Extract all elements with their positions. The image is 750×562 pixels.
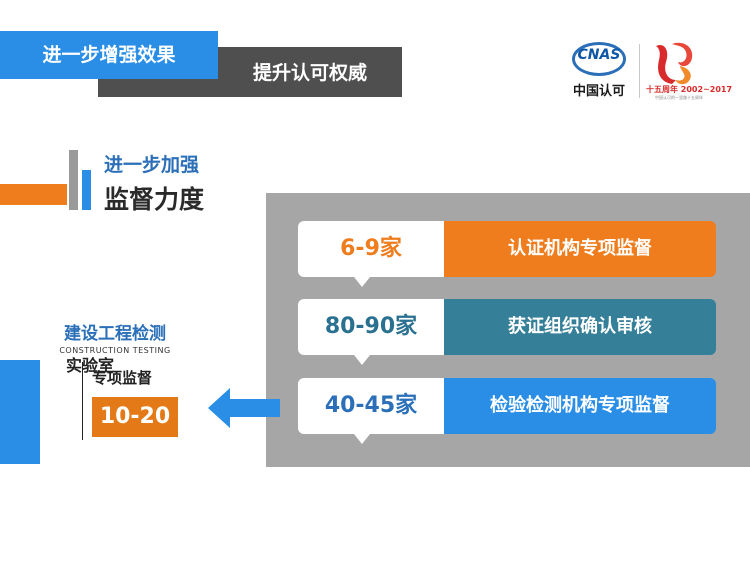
row-pointer <box>354 277 370 287</box>
construction-subtitle: CONSTRUCTION TESTING <box>59 346 171 355</box>
decor-bar-blue <box>82 170 91 210</box>
cnas-caption: 中国认可 <box>572 84 625 99</box>
decor-bar-gray <box>69 150 78 210</box>
cnas-logo-ring <box>572 42 626 76</box>
decor-bar-orange <box>0 184 67 205</box>
row-label-inspection: 检验检测机构专项监督 <box>444 378 716 434</box>
row-count-certification: 6-9家 <box>298 221 444 277</box>
cnas-logo-text: CNAS <box>577 47 621 63</box>
supervision-label: 专项监督 <box>92 369 153 387</box>
anniversary-logo-icon <box>656 42 693 85</box>
header-tab-primary: 进一步增强效果 <box>42 44 176 66</box>
row-pointer <box>354 355 370 365</box>
divider-line <box>82 362 83 440</box>
anniversary-caption: 十五周年 2002~2017 <box>646 85 733 94</box>
decor-block-blue <box>0 360 40 464</box>
row-label-certification: 认证机构专项监督 <box>444 221 716 277</box>
section-heading-line1: 进一步加强 <box>104 154 200 176</box>
row-count-inspection: 40-45家 <box>298 378 444 434</box>
section-heading-line2: 监督力度 <box>104 185 205 214</box>
row-label-certified-orgs: 获证组织确认审核 <box>444 299 716 355</box>
lab-label: 实验室 <box>66 356 115 375</box>
anniversary-subcaption: 中国认可的一里路十五周年 <box>655 95 703 100</box>
logo-divider <box>639 44 640 98</box>
header-tab-primary-bg <box>0 31 218 79</box>
row-count-certified-orgs: 80-90家 <box>298 299 444 355</box>
row-pointer <box>354 434 370 444</box>
construction-title: 建设工程检测 <box>64 324 166 344</box>
header-tab-secondary: 提升认可权威 <box>252 62 367 84</box>
arrow-left-icon <box>208 388 280 428</box>
construction-count: 10-20 <box>92 397 178 437</box>
